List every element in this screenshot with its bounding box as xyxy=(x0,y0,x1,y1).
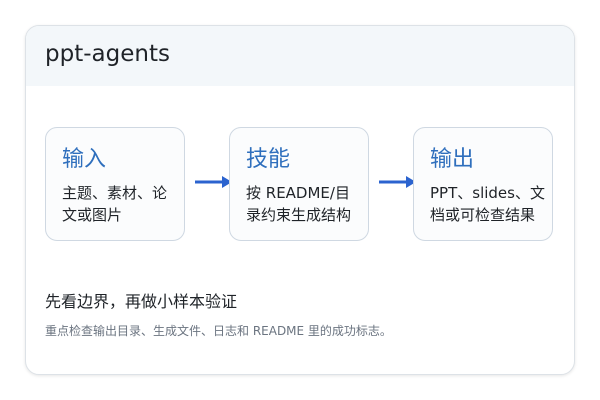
step-desc-skill: 按 README/目录约束生成结构 xyxy=(246,184,352,224)
step-box-skill: 技能 按 README/目录约束生成结构 xyxy=(229,127,369,241)
step-box-output: 输出 PPT、slides、文档或可检查结果 xyxy=(413,127,553,241)
card-header: ppt-agents xyxy=(26,26,574,86)
step-title-skill: 技能 xyxy=(246,147,291,172)
step-desc-output: PPT、slides、文档或可检查结果 xyxy=(430,184,545,224)
flow-arrow-2-icon xyxy=(379,176,416,188)
note-detail: 重点检查输出目录、生成文件、日志和 README 里的成功标志。 xyxy=(45,324,392,338)
main-card: ppt-agents 输入 主题、素材、论文或图片 技能 按 README/目录… xyxy=(25,25,575,375)
step-title-output: 输出 xyxy=(430,147,475,172)
step-desc-input: 主题、素材、论文或图片 xyxy=(62,184,168,224)
step-box-input: 输入 主题、素材、论文或图片 xyxy=(45,127,185,241)
flow-arrow-1-icon xyxy=(195,176,232,188)
step-title-input: 输入 xyxy=(62,147,107,172)
note-heading: 先看边界，再做小样本验证 xyxy=(45,292,238,311)
page-title: ppt-agents xyxy=(45,41,170,67)
